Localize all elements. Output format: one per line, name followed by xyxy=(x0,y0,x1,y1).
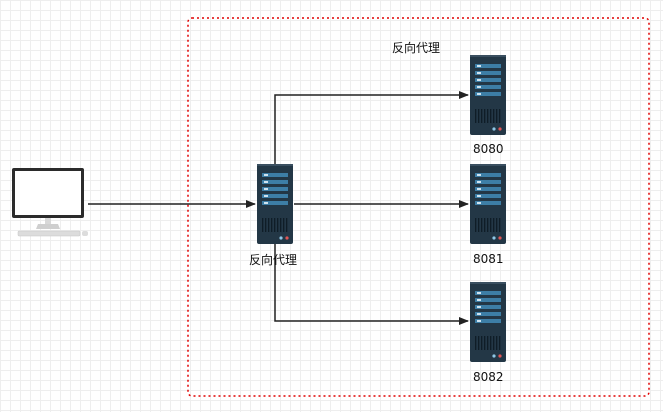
server-8081-icon xyxy=(470,164,506,244)
server-8082-icon xyxy=(470,282,506,362)
server-label-8080: 8080 xyxy=(473,142,504,156)
edge-proxy-to-8080 xyxy=(274,91,469,164)
group-title: 反向代理 xyxy=(392,41,441,55)
proxy-boundary xyxy=(187,17,650,397)
edge-proxy-to-8082 xyxy=(274,244,469,325)
proxy-label: 反向代理 xyxy=(249,253,298,267)
desktop-computer-icon xyxy=(12,168,88,237)
server-8080-icon xyxy=(470,55,506,135)
proxy-server-icon xyxy=(257,164,293,244)
server-label-8081: 8081 xyxy=(473,252,504,266)
server-label-8082: 8082 xyxy=(473,370,504,384)
